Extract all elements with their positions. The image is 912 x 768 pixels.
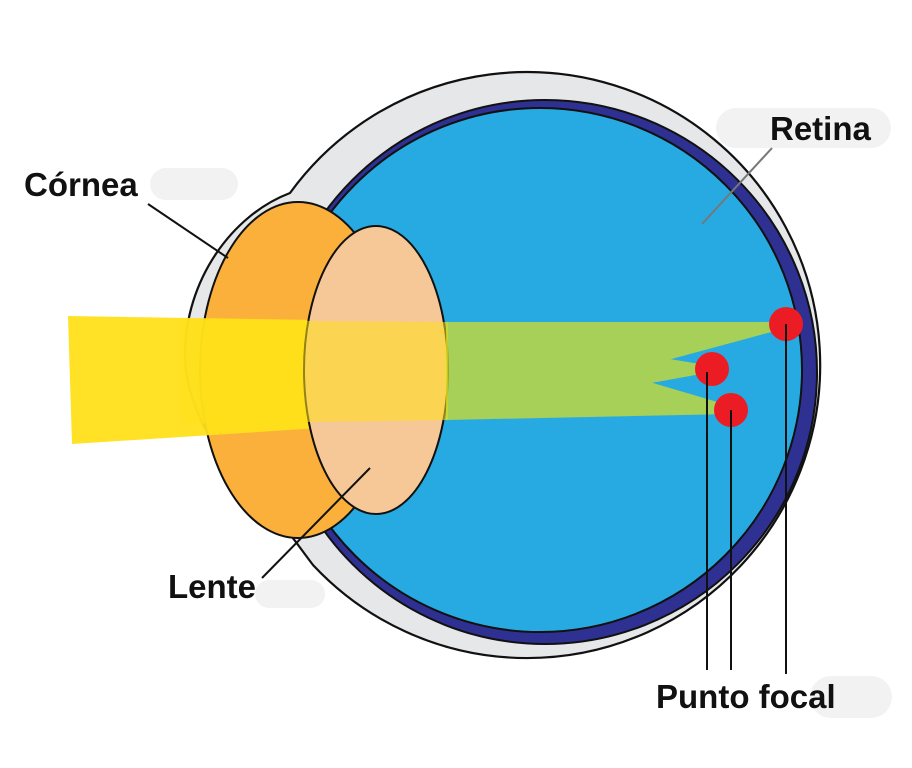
cornea-leader-line [147,203,229,259]
retina-leader-line [701,147,773,225]
refracted-rays [446,322,786,420]
focal-point-dot [695,352,729,386]
retina-label: Retina [770,110,872,147]
focal-point-label: Punto focal [656,678,836,715]
light-beam-through-lens [180,320,448,424]
leader-lines [147,147,787,674]
cornea-label: Córnea [24,166,138,203]
ray-lower-focus [446,322,731,420]
lens-label: Lente [168,568,256,605]
label-backdrops [150,108,892,718]
lens-leader-line [261,467,371,579]
